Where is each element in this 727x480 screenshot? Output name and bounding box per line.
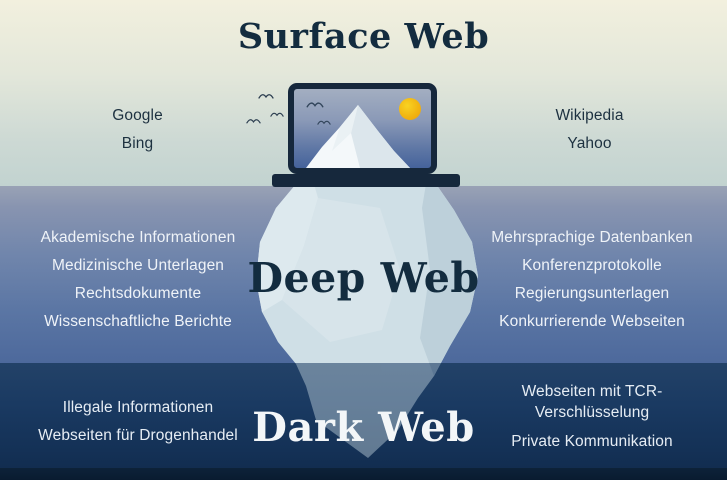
sun-icon (399, 98, 421, 120)
iceberg-tip (306, 105, 410, 168)
dark-left-labels: Illegale Informationen Webseiten für Dro… (8, 394, 268, 450)
bird-icon (306, 102, 324, 108)
bottom-edge (0, 468, 727, 480)
surface-left-labels: Google Bing (40, 102, 235, 158)
deep-web-title: Deep Web (247, 254, 480, 302)
deep-label: Akademische Informationen (40, 229, 236, 246)
bird-icon (270, 112, 284, 117)
surface-label-yahoo: Yahoo (567, 135, 612, 152)
surface-right-labels: Wikipedia Yahoo (492, 102, 687, 158)
dark-label: Illegale Informationen (62, 399, 214, 416)
dark-right-labels: Webseiten mit TCR- Verschlüsselung Priva… (468, 381, 716, 452)
deep-label: Konkurrierende Webseiten (499, 313, 685, 330)
deep-right-labels: Mehrsprachige Datenbanken Konferenzproto… (462, 224, 722, 336)
dark-web-title: Dark Web (252, 404, 475, 451)
dark-web-zone (0, 363, 727, 480)
bird-icon (258, 94, 274, 99)
deep-label: Rechtsdokumente (74, 285, 202, 302)
bird-icon (246, 119, 261, 124)
iceberg-underwater-illustration (256, 184, 478, 458)
deep-label: Medizinische Unterlagen (51, 257, 225, 274)
deep-label: Mehrsprachige Datenbanken (491, 229, 693, 246)
dark-label: Webseiten mit TCR- Verschlüsselung (521, 383, 663, 421)
dark-label: Webseiten für Drogenhandel (38, 427, 238, 444)
deep-label: Konferenzprotokolle (522, 257, 662, 274)
deep-left-labels: Akademische Informationen Medizinische U… (8, 224, 268, 336)
surface-label-google: Google (112, 107, 163, 124)
surface-label-bing: Bing (121, 135, 154, 152)
deep-label: Wissenschaftliche Berichte (44, 313, 232, 330)
dark-label: Private Kommunikation (511, 433, 673, 450)
bird-icon (317, 120, 331, 125)
deep-label: Regierungsunterlagen (514, 285, 670, 302)
laptop-screen (288, 83, 437, 174)
laptop-base (272, 174, 460, 187)
surface-web-title: Surface Web (237, 16, 490, 57)
surface-label-wikipedia: Wikipedia (555, 107, 624, 124)
